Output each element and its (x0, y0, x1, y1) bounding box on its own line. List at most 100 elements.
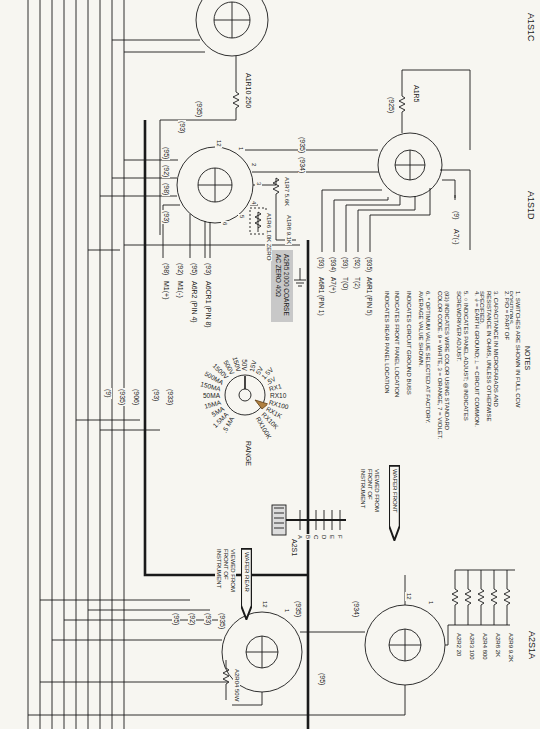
callout-label: (92) (188, 612, 196, 626)
pin-number: 3 (255, 181, 262, 186)
callout-label: A1S1C (526, 12, 536, 43)
callout-label: (93) (152, 388, 160, 402)
callout-label: A2R8 2K (494, 632, 501, 658)
switch-a2s1-lower-left (40, 612, 365, 705)
callout-label: A6CR1 (PIN 8) (204, 280, 212, 329)
callout-label: A2R4 800 (481, 632, 488, 661)
callout-label: (935) (298, 136, 306, 154)
callout-label: (934) (330, 256, 337, 273)
callout-label: (95) (190, 262, 198, 276)
callout-label: A2R9 9.2K (507, 632, 514, 663)
callout-label: 2. P/O = PART OF (503, 290, 510, 442)
pin-number: 4 (250, 200, 257, 205)
callout-label: (93) (204, 612, 212, 626)
wafer-arrow: WAFER FRONT (389, 465, 400, 541)
callout-label: (9) (104, 388, 112, 399)
callout-label: (933) (166, 388, 174, 406)
pin-number: 6 (221, 221, 228, 226)
callout-label: (934) (352, 600, 360, 618)
callout-label: (934) (298, 156, 306, 174)
callout-label: (95) (318, 672, 326, 686)
range-knob (225, 375, 268, 415)
switch-a1s1c (112, 0, 268, 235)
callout-label: A1R6 1.0K ZERO (265, 212, 272, 261)
callout-label: 6. * OPTIMUM VALUE SELECTED AT FACTORY. … (417, 290, 431, 442)
callout-label: T(O) (342, 276, 349, 291)
pin-number: 2 (250, 162, 257, 167)
callout-label: A1R10 250 (244, 72, 252, 109)
callout-label: (95) (172, 612, 180, 626)
callout-label: T(2) (354, 276, 361, 290)
callout-label: (935) (195, 100, 203, 118)
callout-label: (93) INDICATES WIRE COLOR USING STANDARD… (436, 290, 450, 442)
callout-label: (93) (342, 256, 349, 270)
switch-a2s1a (28, 570, 515, 715)
callout-label: A6R1 (PIN 5) (366, 276, 373, 317)
pin-number: B (304, 534, 311, 540)
callout-label: INDICATES CIRCUIT GROUND BUSS (405, 290, 412, 442)
callout-label: A2R3 100 (468, 632, 475, 661)
callout-label: (92) (176, 262, 184, 276)
callout-label: (93) (178, 120, 186, 134)
callout-label: RANGE (244, 440, 252, 467)
node-text: A2R5 2000 COARSE AC ZERO 40Ω (274, 254, 290, 318)
callout-label: A2S1A (527, 630, 537, 660)
pin-number: 1 (427, 600, 434, 605)
callout-label: 3. CAPACITANCE IN MICROFARADS AND RESIST… (478, 290, 499, 442)
pin-number: 12 (215, 139, 222, 148)
callout-label: 4. ⏚ = EARTH GROUND; ⊥ = CIRCUIT COMMON. (473, 290, 480, 442)
pin-number: C (312, 534, 319, 540)
callout-label: (92) (162, 164, 170, 178)
pin-number: F (336, 534, 343, 540)
callout-label: (935) (118, 388, 126, 406)
callout-label: (93) (204, 262, 212, 276)
callout-label: VIEWED FROM FRONT OF INSTRUMENT (215, 548, 236, 605)
node-text: WAFER REAR (243, 552, 250, 608)
callout-label: A7(+) (330, 276, 337, 294)
callout-label: (98) (162, 182, 170, 196)
node-text: WAFER FRONT (391, 469, 398, 529)
callout-label: A1R7 5.6K (283, 176, 290, 207)
callout-label: (935) (294, 600, 302, 618)
callout-label: INDICATES REAR PANEL LOCATION (383, 290, 390, 442)
pin-number: 12 (261, 600, 268, 609)
pin-number: 1 (283, 608, 290, 613)
callout-label: (95) (162, 146, 170, 160)
callout-label: (9) (452, 210, 460, 221)
pin-number: D (320, 534, 327, 540)
wafer-arrow: WAFER REAR (241, 548, 252, 620)
callout-label: (93) (162, 210, 170, 224)
callout-label: (906) (132, 388, 140, 406)
callout-label: A2S1 (290, 538, 298, 557)
callout-label: A1R5 (412, 84, 420, 104)
callout-label: (925) (387, 96, 395, 114)
callout-label: A6R1 (PIN 1) (318, 276, 325, 317)
callout-label: 5. ○ INDICATES PANEL ADJUST; ◎ INDICATES… (455, 290, 469, 442)
pin-number: 5 (238, 214, 245, 219)
callout-label: (92) (354, 256, 361, 270)
pin-number: A (296, 534, 303, 540)
pin-number: E (328, 534, 335, 540)
switch-shaft-a2s1 (272, 505, 346, 535)
callout-label: A2R2 20 (455, 632, 462, 657)
callout-label: A1S1D (526, 190, 536, 221)
callout-label: A1R8 9.1K (285, 214, 292, 245)
callout-label: (98) (162, 262, 170, 276)
switch-a1s1d (245, 70, 470, 252)
ground-symbol (294, 268, 306, 286)
callout-label: (935) (366, 256, 373, 273)
callout-label: VIEWED FROM FRONT OF INSTRUMENT (359, 468, 380, 525)
callout-label: (935) (218, 612, 226, 630)
callout-label: A6R2 (PIN 4) (190, 280, 198, 324)
thick-bus (145, 120, 308, 729)
callout-label: INDICATES FRONT PANEL LOCATION (393, 290, 400, 442)
callout-label: M1(+) (162, 280, 170, 300)
pin-number: 1 (237, 146, 244, 151)
callout-label: (93) (318, 256, 325, 270)
callout-label: M1(-) (176, 280, 184, 299)
callout-label: A7(-) (452, 228, 460, 246)
callout-label: A2R04 50W (233, 668, 240, 702)
range-position: RX10 (269, 392, 287, 399)
lower-wires (40, 420, 210, 610)
callout-label: NOTES (523, 345, 531, 371)
